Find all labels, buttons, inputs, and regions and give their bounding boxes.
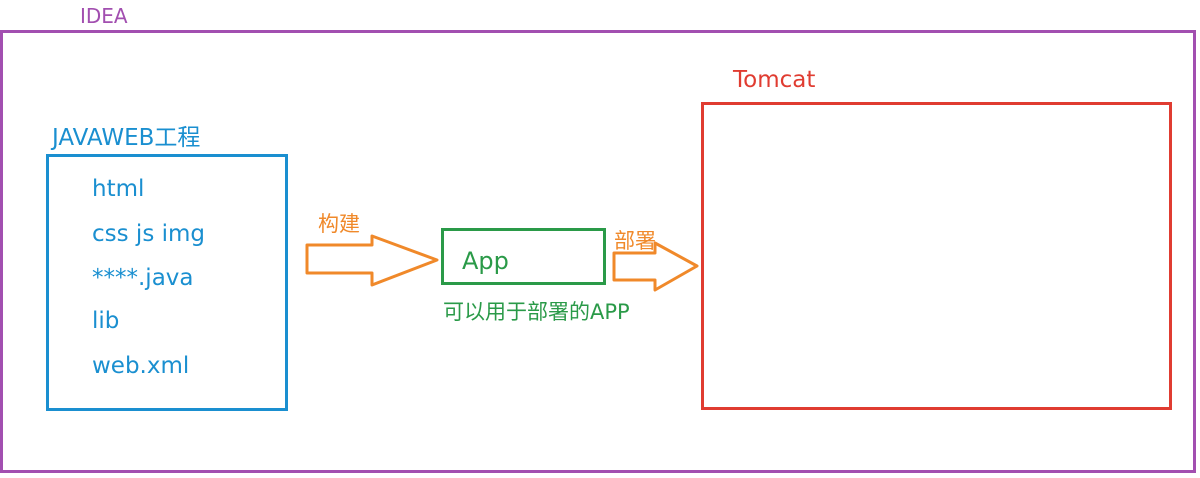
project-label: JAVAWEB工程 [52, 125, 201, 151]
idea-label: IDEA [80, 4, 128, 28]
deploy-arrow [612, 241, 699, 292]
project-item: lib [92, 308, 120, 334]
idea-container [0, 30, 1196, 473]
app-label: App [462, 247, 509, 275]
tomcat-box [701, 102, 1172, 410]
project-item: ****.java [92, 265, 194, 291]
project-box: html css js img ****.java lib web.xml [46, 154, 288, 411]
deploy-label: 部署 [614, 229, 656, 253]
project-item: web.xml [92, 353, 190, 379]
app-box: App [441, 228, 606, 285]
project-item: css js img [92, 221, 206, 247]
build-arrow [305, 234, 439, 287]
app-caption: 可以用于部署的APP [443, 300, 630, 324]
project-item: html [92, 176, 145, 202]
tomcat-label: Tomcat [733, 67, 816, 93]
build-label: 构建 [318, 212, 360, 236]
